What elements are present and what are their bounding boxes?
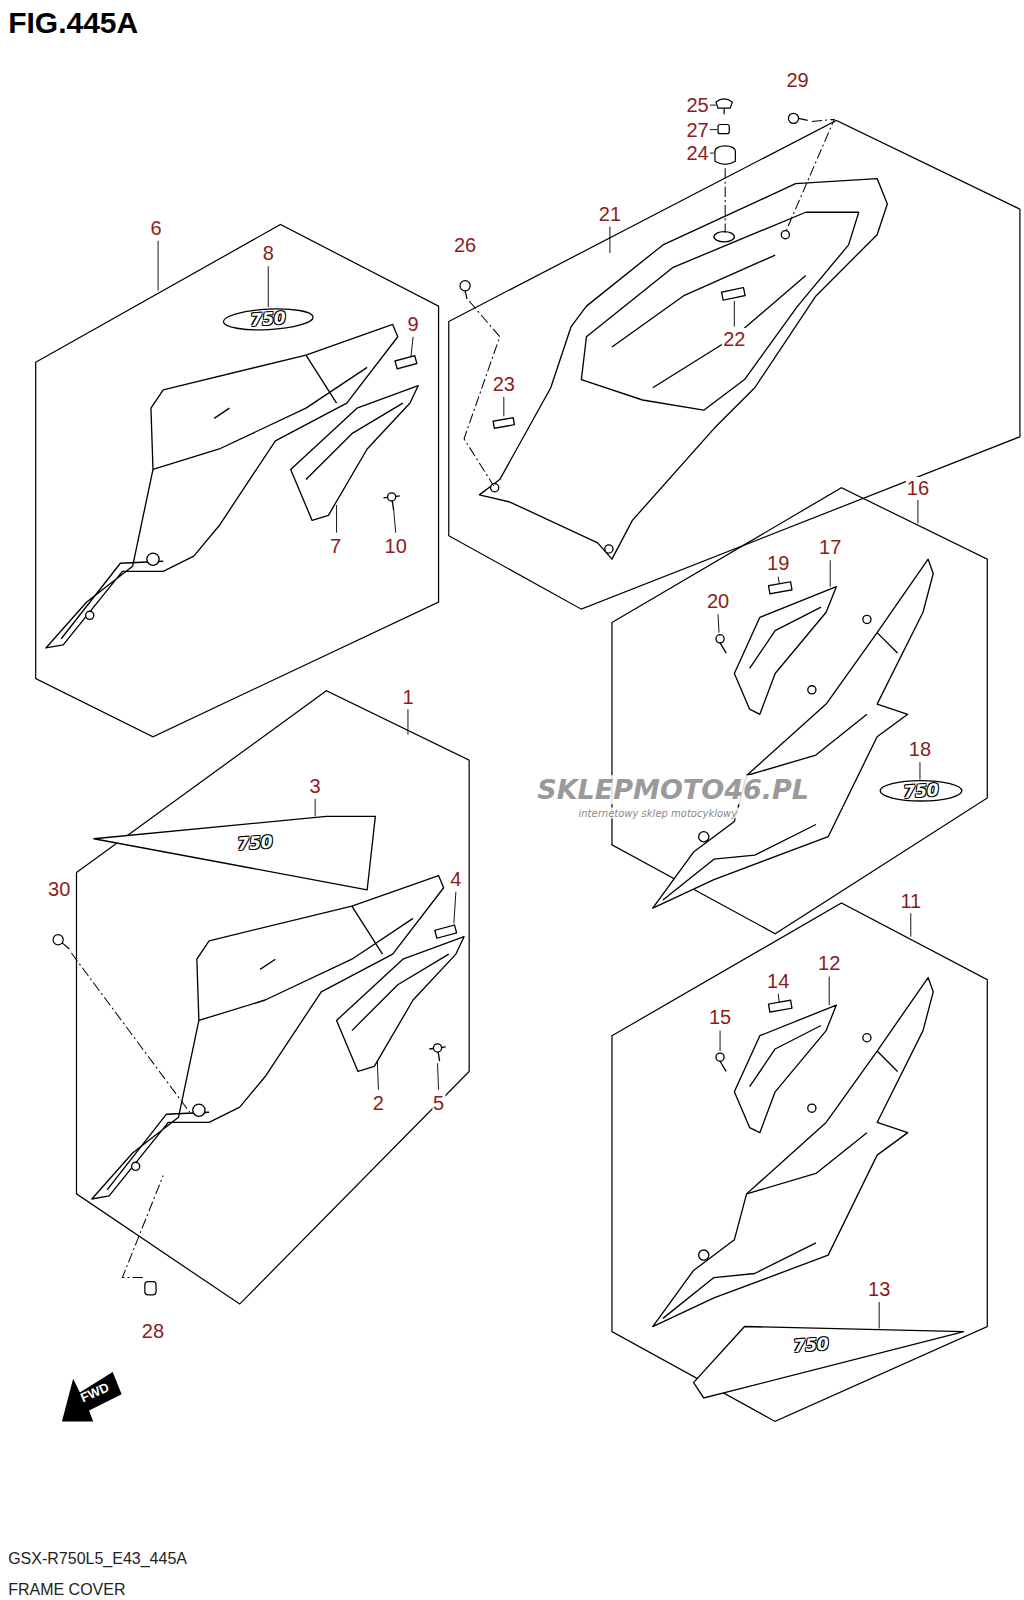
decal-text: 750 [792,1334,829,1355]
drawing-code: GSX-R750L5_E43_445A [8,1550,187,1568]
callout-number: 8 [262,242,275,264]
callout-number: 16 [906,477,930,499]
leader-lines [71,119,834,1277]
callout-number: 20 [706,590,730,612]
group-frame [36,224,439,736]
figure-title: FIG.445A [8,6,138,39]
callout-number: 26 [453,234,477,256]
decal-left [94,816,375,889]
watermark-tagline: internetowy sklep motocyklowy [577,808,740,819]
forward-arrow [63,1373,120,1420]
callout-number: 19 [766,552,790,574]
callout-number: 11 [899,890,922,912]
decal-text: 750 [237,832,274,853]
callout-number: 6 [149,217,162,239]
callout-number: 2 [372,1092,385,1114]
callout-number: 4 [449,868,462,890]
callout-number: 28 [141,1320,165,1342]
callout-number: 27 [686,119,710,141]
watermark: SKLEPMOTO46.PL [535,775,811,805]
callout-number: 17 [818,536,842,558]
callout-number: 15 [708,1006,732,1028]
direction-label: FWD [78,1380,111,1405]
decal-right [694,781,964,1398]
callout-number: 1 [401,686,414,708]
callout-number: 29 [785,69,809,91]
side-cover-right-upper [653,559,933,908]
callout-number: 9 [407,313,420,335]
side-cover-right-lower [653,978,933,1327]
callout-number: 7 [329,535,342,557]
group-frame [76,691,469,1304]
callout-number: 12 [817,952,841,974]
callout-number: 10 [384,535,408,557]
callout-number: 21 [598,203,622,225]
group-frame [449,120,1020,609]
callout-number: 18 [908,738,932,760]
group-frame [612,903,987,1421]
callout-number: 25 [686,94,710,116]
callout-number: 14 [766,970,790,992]
callout-number: 22 [722,328,746,350]
group-frames [36,120,1020,1421]
group-frame [612,488,987,934]
callout-number: 3 [309,775,322,797]
side-cover-left-upper [46,307,418,648]
side-cover-left-lower [92,876,464,1199]
decal-text: 750 [903,780,940,801]
callout-number: 23 [492,373,516,395]
seat-tail-cowl [479,179,887,560]
callout-number: 5 [432,1092,445,1114]
callout-number: 30 [47,878,71,900]
callout-number: 13 [867,1278,891,1300]
callout-leaders [158,105,920,1328]
decal-text: 750 [250,309,287,330]
fasteners [53,99,808,1295]
figure-caption: FRAME COVER [8,1581,125,1599]
callout-number: 24 [686,142,710,164]
